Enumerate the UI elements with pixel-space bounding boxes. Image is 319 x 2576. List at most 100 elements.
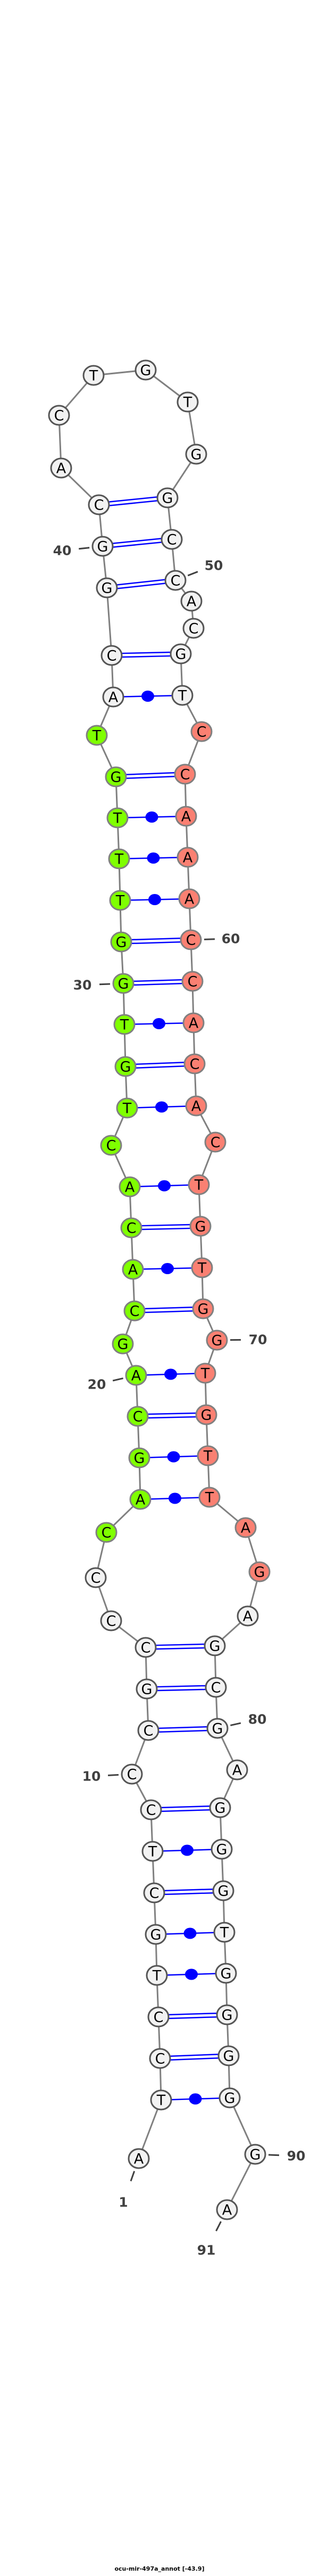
nucleotide: A — [226, 1759, 248, 1781]
base-pair-wobble — [150, 1492, 200, 1504]
pair-line — [117, 583, 166, 589]
pair-dot — [141, 691, 154, 702]
nucleotide-circle — [182, 1012, 205, 1033]
position-number: 60 — [222, 931, 240, 947]
nucleotide-circle — [226, 1759, 248, 1781]
nucleotide-circle — [112, 973, 135, 994]
nucleotide-letter: A — [183, 850, 193, 866]
pair-dot — [164, 1368, 177, 1380]
nucleotide-letter: T — [197, 1260, 207, 1277]
nucleotide-circle — [140, 1799, 162, 1820]
position-number: 91 — [197, 2243, 216, 2258]
nucleotide-mature-5p: T — [108, 848, 130, 869]
nucleotide-circle — [112, 1333, 134, 1355]
nucleotide-circle — [244, 2144, 266, 2165]
nucleotide-circle — [105, 766, 127, 787]
nucleotide-mature-5p: T — [113, 1014, 136, 1035]
nucleotide-letter: A — [243, 1609, 253, 1625]
pair-line — [170, 2053, 219, 2057]
nucleotide-circle — [191, 1257, 213, 1278]
nucleotide-letter: T — [120, 1017, 129, 1033]
pair-line — [155, 1643, 205, 1646]
nucleotide-circle — [181, 971, 204, 992]
nucleotide-letter: G — [222, 2007, 233, 2024]
nucleotide-mature-3p: G — [192, 1298, 214, 1319]
pair-dot — [155, 1101, 168, 1113]
pair-line — [156, 1647, 205, 1650]
nucleotide-mature-5p: G — [112, 1333, 134, 1355]
base-pair-canonical — [131, 937, 181, 945]
nucleotide: T — [150, 2089, 172, 2111]
nucleotide-letter: A — [125, 1179, 135, 1196]
nucleotide-mature-3p: G — [189, 1216, 212, 1237]
nucleotide-circle — [146, 1965, 168, 1986]
nucleotide-circle — [216, 2004, 238, 2025]
label-tick — [130, 2171, 136, 2181]
nucleotide-letter: C — [189, 621, 199, 637]
nucleotide-circle — [215, 1963, 237, 1984]
nucleotide-letter: T — [113, 810, 122, 827]
nucleotide-letter: G — [209, 1638, 221, 1655]
nucleotide-letter: A — [189, 1015, 199, 1032]
nucleotide: T — [177, 391, 199, 413]
nucleotide-mature-3p: T — [198, 1487, 221, 1508]
nucleotide: C — [100, 1610, 122, 1631]
nucleotide-letter: G — [218, 1883, 229, 1900]
pair-line — [158, 1729, 208, 1733]
nucleotide-mature-5p: G — [110, 931, 132, 953]
nucleotide-letter: G — [150, 1927, 162, 1943]
pair-line — [131, 941, 181, 945]
nucleotide-letter: C — [144, 1723, 154, 1740]
pair-line — [126, 775, 175, 780]
nucleotide-letter: C — [133, 1409, 143, 1425]
nucleotide-circle — [234, 1517, 257, 1538]
pair-line — [116, 579, 165, 586]
position-label: 50 — [187, 558, 223, 577]
base-pair-wobble — [139, 1180, 189, 1192]
nucleotide-letter: A — [191, 1098, 202, 1115]
nucleotide-circle — [183, 1053, 206, 1074]
nucleotide-circle — [135, 359, 157, 381]
pair-line — [141, 1224, 190, 1227]
nucleotide-letter: G — [221, 1966, 232, 1982]
pair-line — [125, 772, 175, 776]
nucleotide-mature-5p: G — [128, 1447, 150, 1469]
nucleotide-letter: C — [211, 1680, 221, 1696]
position-label: 1 — [119, 2171, 136, 2210]
position-label: 91 — [197, 2221, 222, 2258]
nucleotide-circle — [100, 1135, 122, 1156]
nucleotide-letter: C — [141, 1640, 151, 1656]
nucleotide-letter: G — [175, 646, 187, 663]
label-tick — [112, 1377, 123, 1382]
nucleotide-letter: A — [134, 2151, 144, 2168]
pair-line — [148, 1416, 197, 1419]
nucleotide-mature-5p: C — [95, 1522, 117, 1543]
nucleotide-circle — [91, 536, 114, 557]
position-number: 70 — [249, 1332, 267, 1348]
pair-line — [122, 655, 171, 658]
pair-line — [161, 1809, 211, 1812]
nucleotide-letter: G — [215, 1800, 226, 1817]
nucleotide: A — [50, 457, 72, 479]
nucleotide-mature-3p: A — [177, 847, 199, 868]
pair-line — [144, 1306, 193, 1310]
nucleotide-circle — [197, 1445, 219, 1466]
nucleotide-circle — [204, 1131, 226, 1153]
position-label: 20 — [88, 1377, 123, 1392]
nucleotide-circle — [170, 643, 192, 664]
nucleotide: C — [147, 2006, 170, 2028]
nucleotide-letter: G — [224, 2090, 236, 2107]
nucleotide-mature-5p: C — [100, 1135, 122, 1156]
pair-line — [133, 982, 183, 986]
pair-dot — [161, 1263, 174, 1274]
base-pair-wobble — [142, 1263, 192, 1274]
nucleotide-mature-5p: A — [129, 1489, 152, 1510]
base-pair-wobble — [123, 691, 173, 702]
nucleotide-circle — [125, 1365, 147, 1386]
nucleotide-letter: G — [120, 1059, 131, 1076]
pair-line — [169, 2016, 217, 2020]
nucleotide-circle — [237, 1605, 259, 1627]
position-number: 1 — [119, 2195, 128, 2210]
nucleotide-letter: A — [56, 461, 66, 477]
nucleotide-circle — [110, 931, 132, 953]
